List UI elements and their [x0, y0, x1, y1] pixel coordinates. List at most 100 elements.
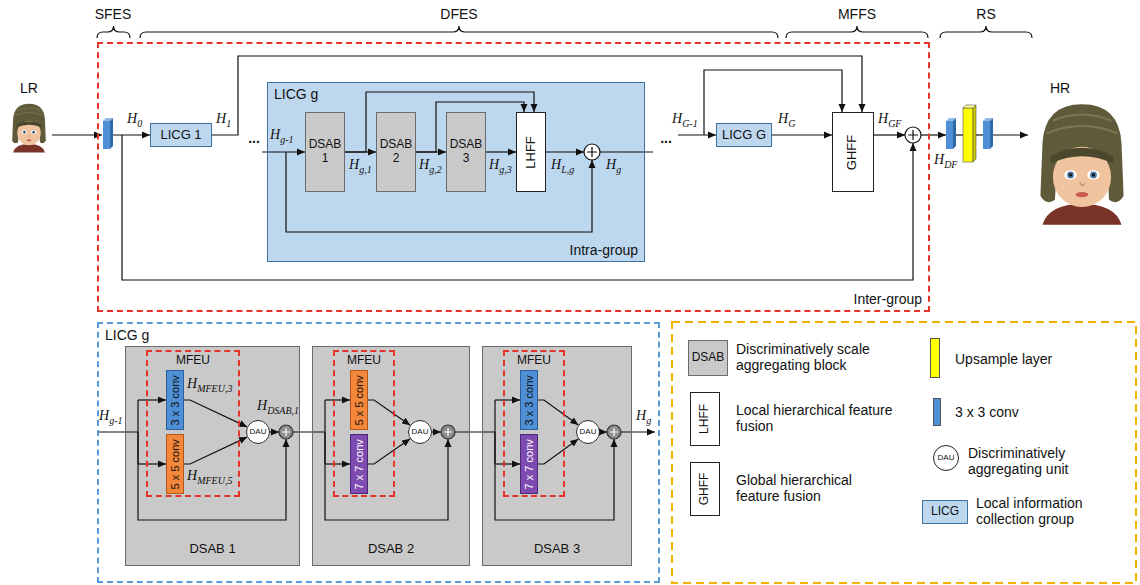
label-text: g	[616, 164, 621, 176]
legend-swatch	[930, 338, 940, 378]
wire	[600, 151, 653, 152]
text-slot: GHFF	[691, 463, 719, 515]
node-fill	[97, 42, 930, 312]
signal-subscript: g-1	[280, 134, 293, 146]
block-box: DSAB 1 MFEU 3 x 3 conv 5 x 5 conv DAU	[125, 346, 300, 566]
node-text: 7 x 7 conv	[353, 439, 366, 489]
legend-entry: Local hierarchical feature fusion	[736, 402, 896, 434]
part-label: SFES	[95, 6, 132, 22]
node-fill	[166, 434, 184, 494]
node-text: 3 x 3 conv	[523, 375, 536, 425]
wire	[704, 70, 842, 135]
legend-sample-box: DSAB	[688, 340, 728, 376]
node-text: DSAB 1	[308, 138, 342, 166]
node-fill	[267, 82, 645, 262]
label-text: DF	[944, 159, 957, 171]
sum-symbol	[607, 425, 621, 439]
text-slot: LHFF	[691, 393, 719, 445]
legend-panel	[672, 322, 1136, 583]
signal-name: H	[934, 152, 944, 168]
text-slot: LICG	[923, 501, 967, 523]
group-detail-box: LICG gIntra-groupDSAB 1DSAB 2DSAB 3LHFF	[267, 82, 645, 262]
wire	[976, 134, 983, 135]
node-fill	[350, 434, 368, 494]
node-text: DAU	[938, 453, 955, 462]
conv-layer-bar	[103, 118, 113, 149]
node-fill	[97, 322, 660, 583]
label-text: g,2	[429, 164, 442, 176]
label-text: H	[878, 111, 888, 127]
label-text: H	[778, 111, 788, 127]
label-text: H	[672, 111, 682, 127]
wire	[546, 151, 584, 152]
node-fill	[716, 123, 772, 147]
text-slot: DSAB 1	[126, 542, 299, 557]
text-slot: LICG g	[105, 327, 149, 343]
text-slot: DAU	[934, 446, 958, 470]
part-label: LR	[20, 80, 38, 96]
wire	[270, 431, 279, 432]
label-text: H	[349, 157, 359, 173]
node-fill	[246, 420, 270, 444]
signal-subscript: g	[646, 415, 651, 427]
text-slot: MFEU	[505, 354, 563, 368]
signal-name: H	[419, 157, 429, 173]
part-label: HR	[1050, 80, 1070, 96]
label-text: H	[187, 468, 197, 484]
node-fill	[520, 434, 538, 494]
signal-name: H	[349, 157, 359, 173]
block-box: DSAB 3MFEU3 x 3 conv7 x 7 convDAU	[482, 346, 632, 566]
group-block: LICG G	[716, 123, 772, 147]
baby-photo	[1040, 104, 1123, 225]
node-text: LICG g	[105, 327, 149, 343]
wire	[874, 134, 905, 135]
signal-subscript: g,2	[429, 164, 442, 176]
connector-arrow	[368, 439, 410, 464]
text-slot: LICG G	[717, 124, 771, 146]
text-slot: 5 x 5 conv	[167, 435, 183, 493]
text-slot: 7 x 7 conv	[351, 435, 367, 493]
text-slot: DAU	[247, 421, 269, 443]
text-slot: DSAB 2	[313, 542, 469, 557]
label-text: 1	[226, 118, 231, 130]
aggregating-circle: DAU	[576, 420, 600, 444]
node-fill	[482, 346, 632, 566]
signal-name: H	[187, 376, 197, 392]
signal-subscript: 1	[226, 118, 231, 130]
node-text: DSAB 3	[449, 138, 483, 166]
node-fill	[333, 350, 395, 497]
node-text: DAU	[412, 427, 429, 436]
label-text: g,3	[499, 164, 512, 176]
text-slot: LICG 1	[151, 124, 211, 146]
group-detail-panel: LICG gDSAB 1MFEU3 x 3 conv5 x 5 convDAUD…	[97, 322, 660, 583]
text-slot: MFEU	[148, 354, 238, 368]
label-text: H	[99, 408, 109, 424]
wire	[921, 134, 946, 135]
label-text: H	[489, 157, 499, 173]
inter-group-region: Inter-groupLICG 1LICG gIntra-groupDSAB 1…	[97, 42, 930, 312]
signal-subscript: g-1	[109, 415, 122, 427]
connector-arrow	[538, 439, 578, 464]
unit-region: MFEU3 x 3 conv7 x 7 conv	[503, 350, 565, 497]
text-slot: 3 x 3 conv	[167, 371, 183, 429]
label-text: ...	[660, 130, 672, 146]
text-slot: 3 x 3 conv	[521, 371, 537, 429]
node-text: LHFF	[698, 404, 712, 434]
wire	[678, 134, 716, 135]
brace	[140, 26, 778, 38]
label-text: SFES	[95, 6, 132, 22]
node-fill	[166, 370, 184, 430]
signal-subscript: 0	[137, 118, 142, 130]
node-fill	[350, 370, 368, 430]
text-slot: Intra-group	[570, 242, 638, 258]
node-text: MFEU	[517, 354, 551, 368]
node-text: 5 x 5 conv	[169, 439, 182, 489]
node-fill	[125, 346, 300, 566]
signal-name: H	[878, 111, 888, 127]
signal-name: H	[99, 408, 109, 424]
conv-box: 7 x 7 conv	[350, 434, 368, 494]
label-text: H	[270, 127, 280, 143]
label-text: MFEU,3	[197, 383, 232, 395]
